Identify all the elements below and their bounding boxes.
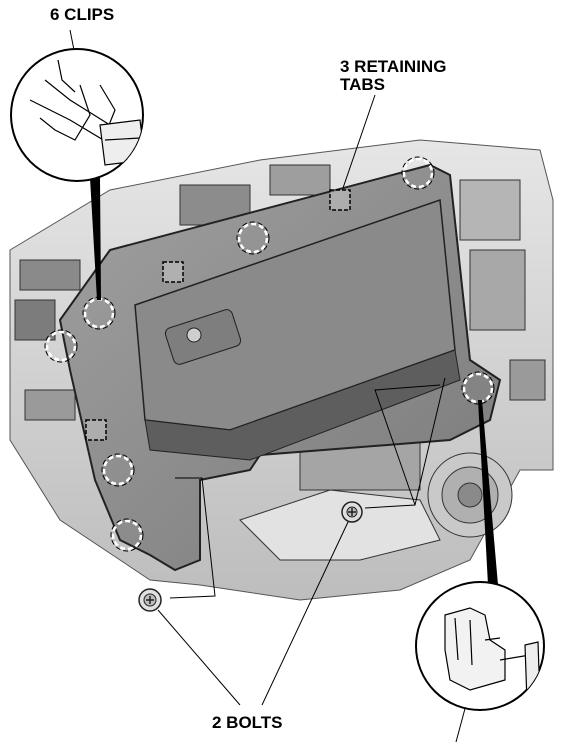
clips-label: 6 CLIPS [50, 6, 114, 24]
tab-marker [330, 190, 350, 210]
bolt-icon [139, 589, 161, 611]
tab-marker [163, 262, 183, 282]
tab-detail-magnifier [416, 582, 544, 710]
bolts-label: 2 BOLTS [212, 714, 283, 732]
clip-detail-magnifier [11, 49, 145, 181]
retaining-tabs-label: 3 RETAINING TABS [340, 58, 446, 94]
tab-marker [86, 420, 106, 440]
bolt-icon [342, 502, 362, 522]
retaining-tabs-label-line1: 3 RETAINING [340, 58, 446, 76]
retaining-tabs-label-line2: TABS [340, 76, 446, 94]
